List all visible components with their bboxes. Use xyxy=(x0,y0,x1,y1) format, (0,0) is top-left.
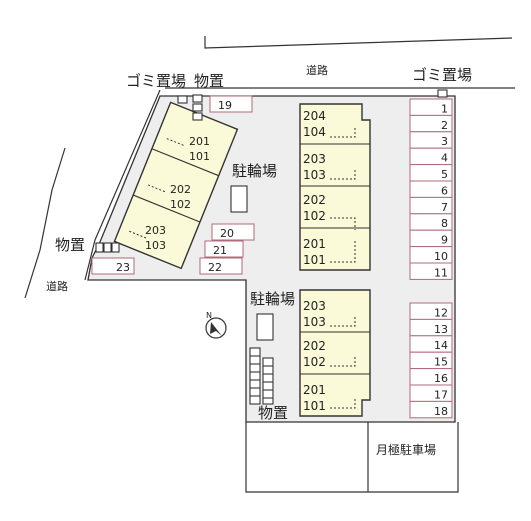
parking-lot-11-label: 11 xyxy=(434,266,448,279)
parking-lot-20-label: 20 xyxy=(220,227,234,240)
garbage-area-label-left: ゴミ置場 xyxy=(126,72,186,90)
parking-lot-11 xyxy=(409,262,453,280)
unit-label-202-upper: 202 xyxy=(303,193,326,207)
garbage-area-label-right: ゴミ置場 xyxy=(412,66,472,84)
parking-lot-5-label: 5 xyxy=(441,168,448,181)
parking-lot-6-label: 6 xyxy=(441,184,448,197)
monthly-parking-area xyxy=(245,422,459,493)
left-road-diagonal xyxy=(84,89,161,281)
parking-lot-2-label: 2 xyxy=(441,119,448,132)
unit-label-102-upper: 102 xyxy=(303,209,326,223)
parking-lot-3-label: 3 xyxy=(441,135,448,148)
bicycle-parking-lower xyxy=(256,313,274,341)
unit-label-101-left: 101 xyxy=(189,150,210,163)
parking-lot-21-label: 21 xyxy=(213,244,227,257)
parking-lot-22 xyxy=(199,257,243,275)
parking-lot-4-label: 4 xyxy=(441,152,448,165)
parking-lot-19-label: 19 xyxy=(218,99,232,112)
monthly-parking-label: 月極駐車場 xyxy=(376,442,436,457)
lower-right-building xyxy=(299,289,371,417)
unit-label-101-lower: 101 xyxy=(303,399,326,413)
unit-label-103-upper: 103 xyxy=(303,168,326,182)
north-label: N xyxy=(206,311,212,320)
parking-lot-9-label: 9 xyxy=(441,234,448,247)
parking-lot-17-label: 17 xyxy=(434,388,448,401)
parking-lot-18-label: 18 xyxy=(434,405,448,418)
left-building-body xyxy=(113,101,239,270)
unit-label-201-left: 201 xyxy=(189,135,210,148)
parking-lot-13-label: 13 xyxy=(434,323,448,336)
unit-label-203-upper: 203 xyxy=(303,152,326,166)
parking-lot-8-label: 8 xyxy=(441,217,448,230)
parking-lot-22-label: 22 xyxy=(208,261,222,274)
parking-lot-12-label: 12 xyxy=(434,306,448,319)
parking-lot-19 xyxy=(209,95,253,113)
storage-blocks xyxy=(95,89,448,405)
parking-lot-23-label: 23 xyxy=(116,261,130,274)
unit-label-203-lower: 203 xyxy=(303,299,326,313)
road-label-left: 道路 xyxy=(46,279,68,293)
parking-lot-21 xyxy=(204,240,244,258)
unit-label-102-left: 102 xyxy=(170,198,191,211)
unit-label-104: 104 xyxy=(303,125,326,139)
unit-label-204: 204 xyxy=(303,109,326,123)
storage-label-top: 物置 xyxy=(194,72,224,90)
parking-lot-10-label: 10 xyxy=(434,250,448,263)
parking-lot-16-label: 16 xyxy=(434,372,448,385)
top-road-edge xyxy=(204,36,513,49)
upper-right-building xyxy=(299,103,371,271)
unit-label-103-lower: 103 xyxy=(303,315,326,329)
unit-label-201-upper: 201 xyxy=(303,237,326,251)
bicycle-parking-label-lower: 駐輪場 xyxy=(250,290,295,308)
parking-lot-15-label: 15 xyxy=(434,356,448,369)
north-compass-icon: N xyxy=(205,311,227,339)
unit-label-103-left: 103 xyxy=(145,239,166,252)
storage-label-left: 物置 xyxy=(55,236,85,254)
left-building xyxy=(113,101,239,270)
parking-lot-20 xyxy=(211,223,255,241)
unit-label-201-lower: 201 xyxy=(303,383,326,397)
unit-label-202-lower: 202 xyxy=(303,339,326,353)
unit-label-203-left: 203 xyxy=(145,224,166,237)
unit-label-101-upper: 101 xyxy=(303,253,326,267)
bicycle-parking-upper xyxy=(230,185,248,213)
unit-label-102-lower: 102 xyxy=(303,355,326,369)
left-road-edge xyxy=(24,147,66,299)
parking-lot-7-label: 7 xyxy=(441,201,448,214)
parking-lot-18 xyxy=(409,400,453,419)
parking-lot-23 xyxy=(91,257,135,275)
parking-lot-1-label: 1 xyxy=(441,102,448,115)
storage-label-bottom: 物置 xyxy=(258,404,288,422)
bicycle-parking-label-upper: 駐輪場 xyxy=(232,162,277,180)
road-label-top: 道路 xyxy=(306,63,328,77)
unit-label-202-left: 202 xyxy=(170,183,191,196)
parking-lot-14-label: 14 xyxy=(434,339,448,352)
